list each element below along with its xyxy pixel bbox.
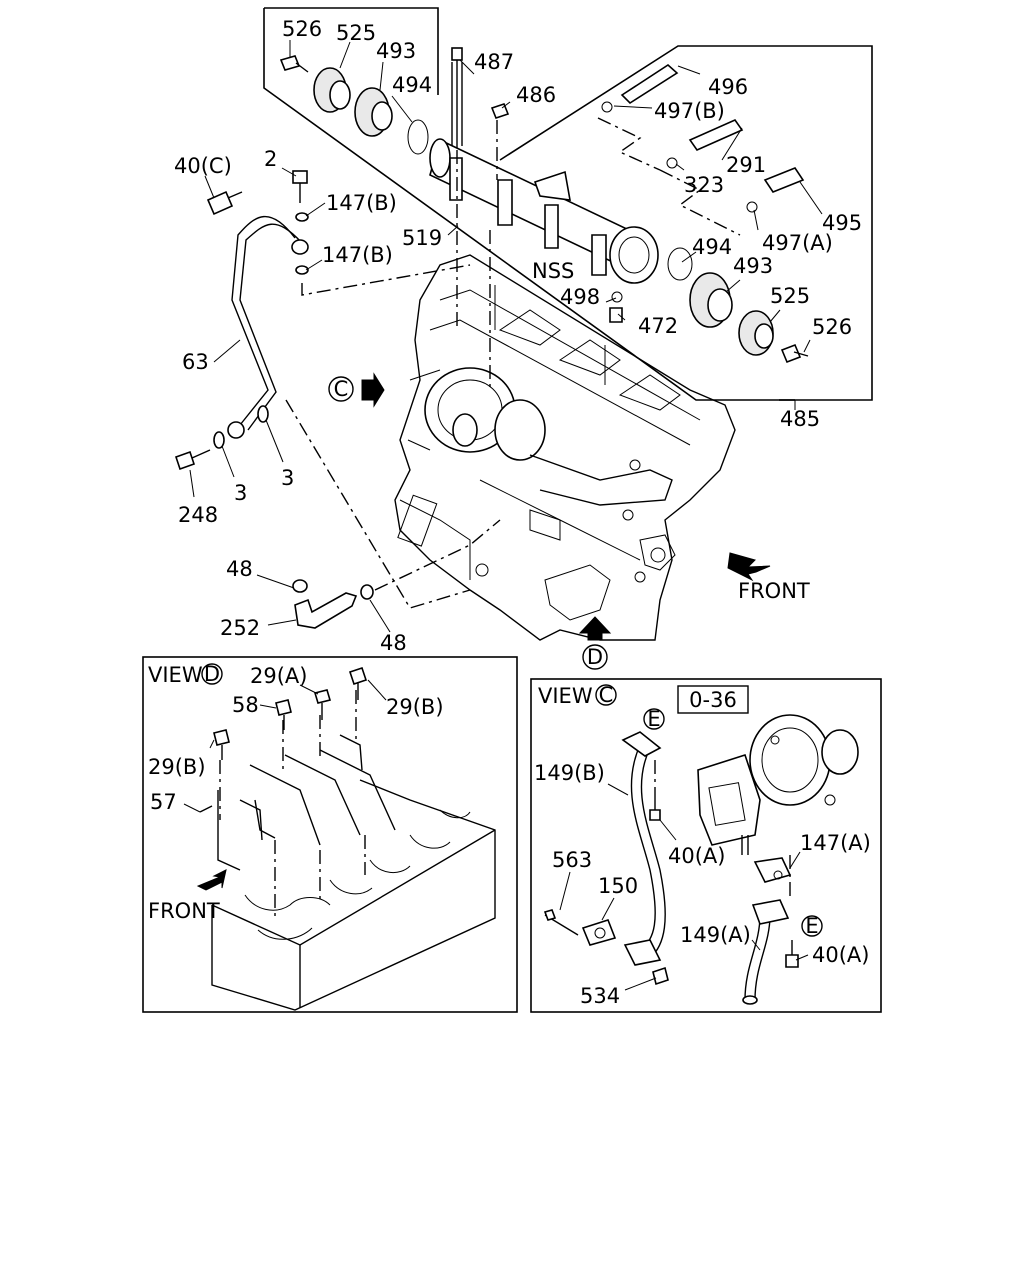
callout-497a: 497(A) (762, 231, 833, 255)
bolt-487 (451, 47, 463, 148)
callout-149a: 149(A) (680, 923, 751, 947)
view-d-title: VIEW (148, 663, 203, 687)
callout-150: 150 (598, 874, 638, 898)
view-d-marker-label: D (587, 645, 603, 669)
callout-29a: 29(A) (250, 664, 307, 688)
callout-493-right: 493 (733, 254, 773, 278)
callout-486: 486 (516, 83, 556, 107)
callout-2: 2 (264, 147, 277, 171)
e-marker-bottom: E (805, 914, 818, 938)
callout-494-right: 494 (692, 235, 732, 259)
thermostat-housing (429, 138, 659, 284)
view-d-title-marker: D (204, 662, 220, 686)
callout-526-top: 526 (282, 17, 322, 41)
callout-147b-upper: 147(B) (326, 191, 397, 215)
callout-487: 487 (474, 50, 514, 74)
thermostat-parts-left (279, 55, 429, 155)
leader-lines (285, 117, 741, 609)
view-c-panel: VIEW C 0-36 (530, 678, 882, 1013)
callout-526-right: 526 (812, 315, 852, 339)
front-arrow-main: FRONT (727, 552, 810, 603)
callout-472: 472 (638, 314, 678, 338)
callout-519: 519 (402, 226, 442, 250)
callout-291: 291 (726, 153, 766, 177)
callout-495: 495 (822, 211, 862, 235)
callout-525-top: 525 (336, 21, 376, 45)
view-c-title: VIEW (538, 684, 593, 708)
front-label-view-d: FRONT (148, 899, 220, 923)
callout-48-top: 48 (226, 557, 253, 581)
assembly-485-frame (263, 7, 873, 401)
engine-block (394, 254, 736, 641)
nut-486 (490, 103, 510, 119)
front-label-main: FRONT (738, 579, 810, 603)
callout-493-top: 493 (376, 39, 416, 63)
callout-3-right: 3 (281, 466, 294, 490)
main-callouts: 526 525 493 494 487 486 496 497(B) 291 3… (174, 17, 862, 655)
callout-nss: NSS (532, 259, 574, 283)
callout-563: 563 (552, 848, 592, 872)
hose-252 (292, 579, 374, 629)
callout-57: 57 (150, 790, 177, 814)
view-c-marker-label: C (334, 377, 349, 401)
callout-323: 323 (684, 173, 724, 197)
view-d-panel: VIEW D (142, 656, 518, 1013)
view-c-title-marker: C (599, 683, 614, 707)
callout-29b-left: 29(B) (148, 755, 206, 779)
view-d-marker: D (578, 616, 612, 670)
callout-147b-lower: 147(B) (322, 243, 393, 267)
view-c-marker: C (328, 372, 385, 408)
callout-58: 58 (232, 693, 259, 717)
callout-63: 63 (182, 350, 209, 374)
ref-box-label: 0-36 (689, 688, 737, 712)
callout-40c: 40(C) (174, 154, 232, 178)
callout-485: 485 (780, 407, 820, 431)
callout-leaders (189, 40, 823, 633)
callout-40a-upper: 40(A) (668, 844, 725, 868)
callout-534: 534 (580, 984, 620, 1008)
callout-525-right: 525 (770, 284, 810, 308)
thermostat-parts-right (601, 63, 809, 364)
callout-498: 498 (560, 285, 600, 309)
callout-252: 252 (220, 616, 260, 640)
callout-29b-right: 29(B) (386, 695, 444, 719)
callout-3-left: 3 (234, 481, 247, 505)
callout-494-top: 494 (392, 73, 432, 97)
callout-497b: 497(B) (654, 99, 725, 123)
callout-496: 496 (708, 75, 748, 99)
callout-147a: 147(A) (800, 831, 871, 855)
callout-40a-lower: 40(A) (812, 943, 869, 967)
fasteners-left (174, 170, 309, 471)
e-marker-top: E (647, 707, 660, 731)
oil-pipe-63 (227, 215, 309, 439)
callout-149b: 149(B) (534, 761, 605, 785)
callout-48-bottom: 48 (380, 631, 407, 655)
callout-248: 248 (178, 503, 218, 527)
turbocharger (407, 367, 673, 506)
